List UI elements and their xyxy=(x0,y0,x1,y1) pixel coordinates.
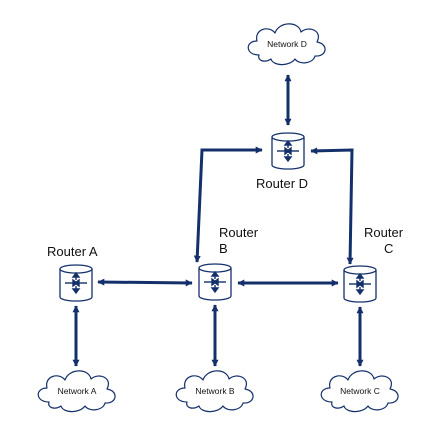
router-b-label-line-2: B xyxy=(219,241,228,256)
network-c-label: Network C xyxy=(340,386,380,396)
router-b-label-line-1: Router xyxy=(219,225,259,240)
link-router-c-router-d xyxy=(310,147,354,265)
router-c-icon xyxy=(343,265,377,303)
router-c-label-line-2: C xyxy=(384,241,393,256)
network-d-label: Network D xyxy=(267,39,307,49)
router-d-icon xyxy=(271,132,305,170)
router-a-label: Router A xyxy=(47,244,98,259)
router-d-label: Router D xyxy=(256,176,308,191)
link-router-b-router-d xyxy=(193,146,263,263)
network-b-label: Network B xyxy=(195,386,235,396)
router-b-icon xyxy=(198,263,232,301)
network-a-label: Network A xyxy=(58,386,97,396)
link-router-a-router-b xyxy=(97,278,193,287)
router-a-icon xyxy=(59,264,93,302)
router-c-label-line-1: Router xyxy=(364,225,404,240)
